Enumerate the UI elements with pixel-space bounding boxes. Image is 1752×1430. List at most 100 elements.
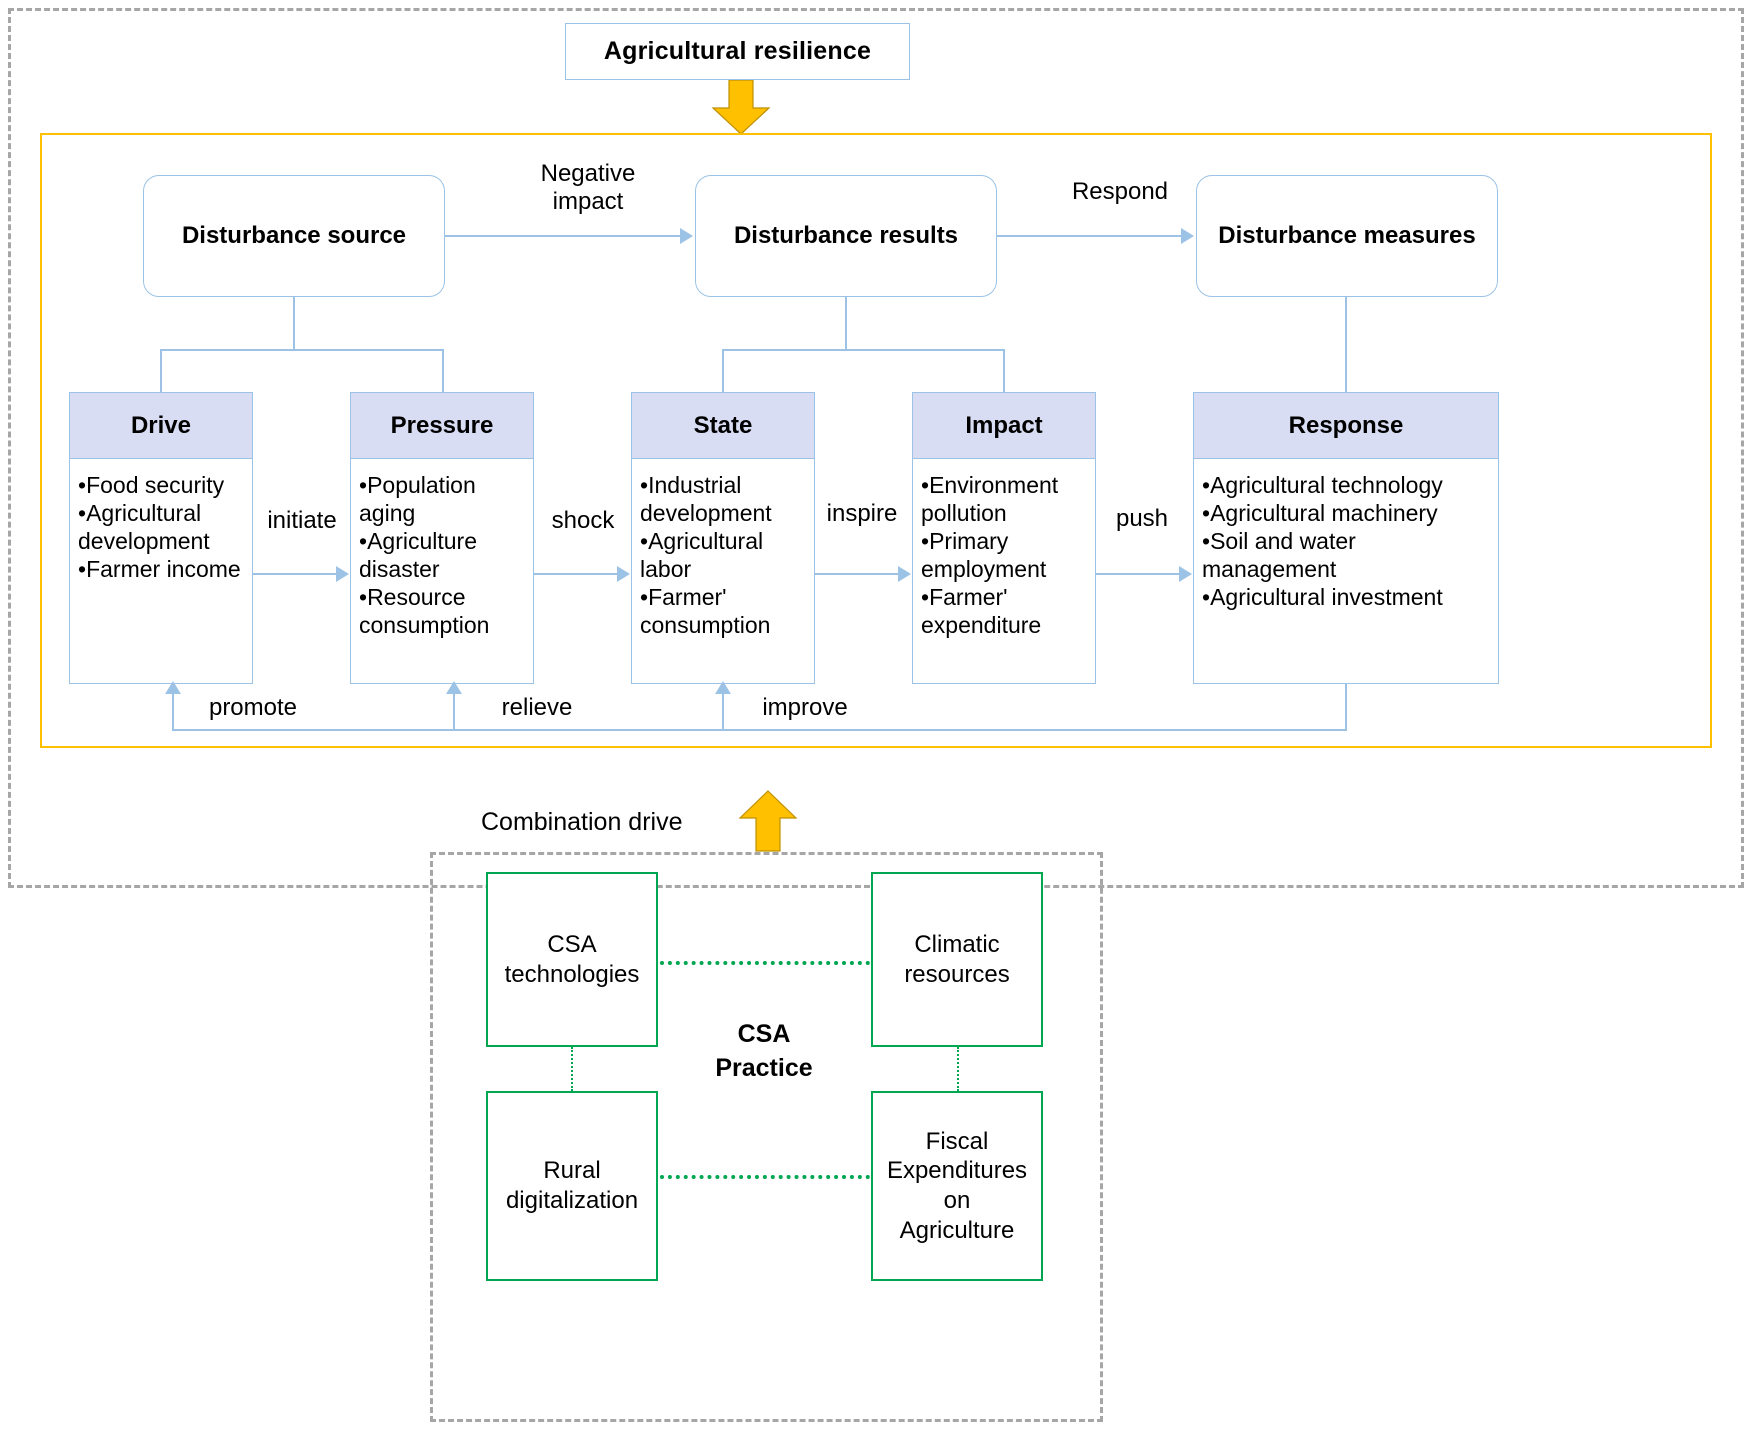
dpsir-box-impact-header: Impact	[913, 393, 1095, 459]
list-item: Population aging	[359, 471, 525, 527]
list-item: Agricultural technology	[1202, 471, 1490, 499]
edge-impact-to-response	[1096, 573, 1180, 575]
list-item: Primary employment	[921, 527, 1087, 583]
feedback-response-stem	[1345, 684, 1347, 731]
arrow-drive-to-pressure-icon	[336, 566, 349, 582]
arrow-impact-to-response-icon	[1179, 566, 1192, 582]
dpsir-box-drive-body: Food security Agricultural development F…	[70, 459, 252, 589]
list-item: Farmer' expenditure	[921, 583, 1087, 639]
feedback-to-pressure	[453, 690, 455, 730]
csa-box-technologies-line1: CSA	[547, 930, 597, 958]
dpsir-box-drive-header: Drive	[70, 393, 252, 459]
connector-measures-to-response	[1345, 297, 1347, 392]
edge-label-inspire: inspire	[826, 500, 898, 527]
csa-box-rural-digitalization-line1: Rural	[543, 1157, 601, 1185]
dpsir-box-impact[interactable]: Impact Environment pollution Primary emp…	[912, 392, 1096, 684]
list-item: Food security	[78, 471, 244, 499]
arrow-pressure-to-state-icon	[617, 566, 630, 582]
csa-box-climatic-resources-line2: resources	[904, 960, 1010, 988]
node-disturbance-measures-label: Disturbance measures	[1218, 222, 1476, 249]
dpsir-box-pressure-header: Pressure	[351, 393, 533, 459]
dpsir-box-pressure-body: Population aging Agriculture disaster Re…	[351, 459, 533, 645]
dpsir-box-pressure[interactable]: Pressure Population aging Agriculture di…	[350, 392, 534, 684]
list-item: Environment pollution	[921, 471, 1087, 527]
edge-label-push: push	[1115, 505, 1169, 532]
csa-box-fiscal-expenditures-line2: Expenditures	[886, 1157, 1028, 1185]
connector-source-stem	[293, 297, 295, 350]
dpsir-box-response-header: Response	[1194, 393, 1498, 459]
csa-box-technologies[interactable]: CSA technologies	[486, 872, 658, 1047]
dpsir-box-response[interactable]: Response Agricultural technology Agricul…	[1193, 392, 1499, 684]
connector-results-stem	[845, 297, 847, 350]
dpsir-box-response-body: Agricultural technology Agricultural mac…	[1194, 459, 1498, 617]
feedback-to-drive	[172, 690, 174, 730]
node-disturbance-source-label: Disturbance source	[181, 222, 407, 249]
csa-box-rural-digitalization[interactable]: Rural digitalization	[486, 1091, 658, 1281]
csa-box-climatic-resources-line1: Climatic	[914, 930, 1000, 958]
csa-box-rural-digitalization-line2: digitalization	[505, 1187, 639, 1214]
label-combination-drive: Combination drive	[481, 808, 683, 836]
list-item: Agricultural labor	[640, 527, 806, 583]
list-item: Agricultural development	[78, 499, 244, 555]
node-disturbance-results-label: Disturbance results	[733, 222, 959, 249]
edge-results-to-measures	[997, 235, 1183, 237]
connector-tech-to-rural	[571, 1047, 573, 1091]
dpsir-box-state[interactable]: State Industrial development Agricultura…	[631, 392, 815, 684]
list-item: Farmer' consumption	[640, 583, 806, 639]
csa-box-fiscal-expenditures-line4: Agriculture	[899, 1216, 1015, 1244]
dpsir-box-state-header: State	[632, 393, 814, 459]
arrow-feedback-to-state-icon	[715, 681, 731, 694]
list-item: Soil and water management	[1202, 527, 1490, 583]
csa-box-fiscal-expenditures-line1: Fiscal	[925, 1127, 989, 1155]
connector-source-bar	[160, 349, 443, 351]
page-title-label: Agricultural resilience	[603, 37, 872, 65]
list-item: Resource consumption	[359, 583, 525, 639]
dpsir-box-drive[interactable]: Drive Food security Agricultural develop…	[69, 392, 253, 684]
list-item: Agriculture disaster	[359, 527, 525, 583]
node-disturbance-results[interactable]: Disturbance results	[695, 175, 997, 297]
arrow-feedback-to-pressure-icon	[446, 681, 462, 694]
csa-box-fiscal-expenditures-line3: on	[943, 1187, 971, 1214]
csa-box-technologies-line2: technologies	[504, 960, 640, 988]
connector-results-to-impact	[1003, 349, 1005, 392]
connector-results-to-state	[722, 349, 724, 392]
yellow-down-arrow-icon	[711, 79, 771, 135]
edge-label-negative-impact: Negative impact	[498, 160, 678, 217]
node-disturbance-source[interactable]: Disturbance source	[143, 175, 445, 297]
yellow-up-arrow-icon	[738, 790, 798, 852]
feedback-bus-line	[172, 729, 1347, 731]
dpsir-box-state-body: Industrial development Agricultural labo…	[632, 459, 814, 645]
arrow-state-to-impact-icon	[898, 566, 911, 582]
edge-drive-to-pressure	[253, 573, 337, 575]
connector-rural-to-fiscal	[660, 1175, 870, 1179]
csa-box-climatic-resources[interactable]: Climatic resources	[871, 872, 1043, 1047]
connector-source-to-pressure	[442, 349, 444, 392]
edge-label-respond: Respond	[1071, 178, 1169, 205]
connector-results-bar	[722, 349, 1004, 351]
edge-label-shock: shock	[551, 507, 615, 534]
edge-label-negative-impact-line1: Negative	[540, 160, 636, 187]
page-title: Agricultural resilience	[565, 23, 910, 80]
arrow-results-to-measures-icon	[1181, 228, 1194, 244]
edge-label-promote: promote	[208, 694, 298, 721]
edge-label-negative-impact-line2: impact	[552, 188, 624, 216]
connector-tech-to-climatic	[660, 961, 870, 965]
edge-label-initiate: initiate	[267, 507, 337, 534]
dpsir-framed-container	[40, 133, 1712, 748]
connector-climatic-to-fiscal	[957, 1047, 959, 1091]
list-item: Industrial development	[640, 471, 806, 527]
arrow-feedback-to-drive-icon	[165, 681, 181, 694]
edge-state-to-impact	[815, 573, 899, 575]
feedback-to-state	[722, 690, 724, 730]
node-disturbance-measures[interactable]: Disturbance measures	[1196, 175, 1498, 297]
csa-box-fiscal-expenditures[interactable]: Fiscal Expenditures on Agriculture	[871, 1091, 1043, 1281]
csa-practice-label-line1: CSA	[737, 1020, 791, 1048]
list-item: Agricultural investment	[1202, 583, 1490, 611]
edge-source-to-results	[445, 235, 682, 237]
edge-label-relieve: relieve	[501, 694, 573, 721]
csa-practice-label: CSA Practice	[689, 1018, 839, 1086]
csa-practice-label-line2: Practice	[715, 1053, 813, 1082]
edge-label-improve: improve	[762, 694, 848, 721]
list-item: Agricultural machinery	[1202, 499, 1490, 527]
